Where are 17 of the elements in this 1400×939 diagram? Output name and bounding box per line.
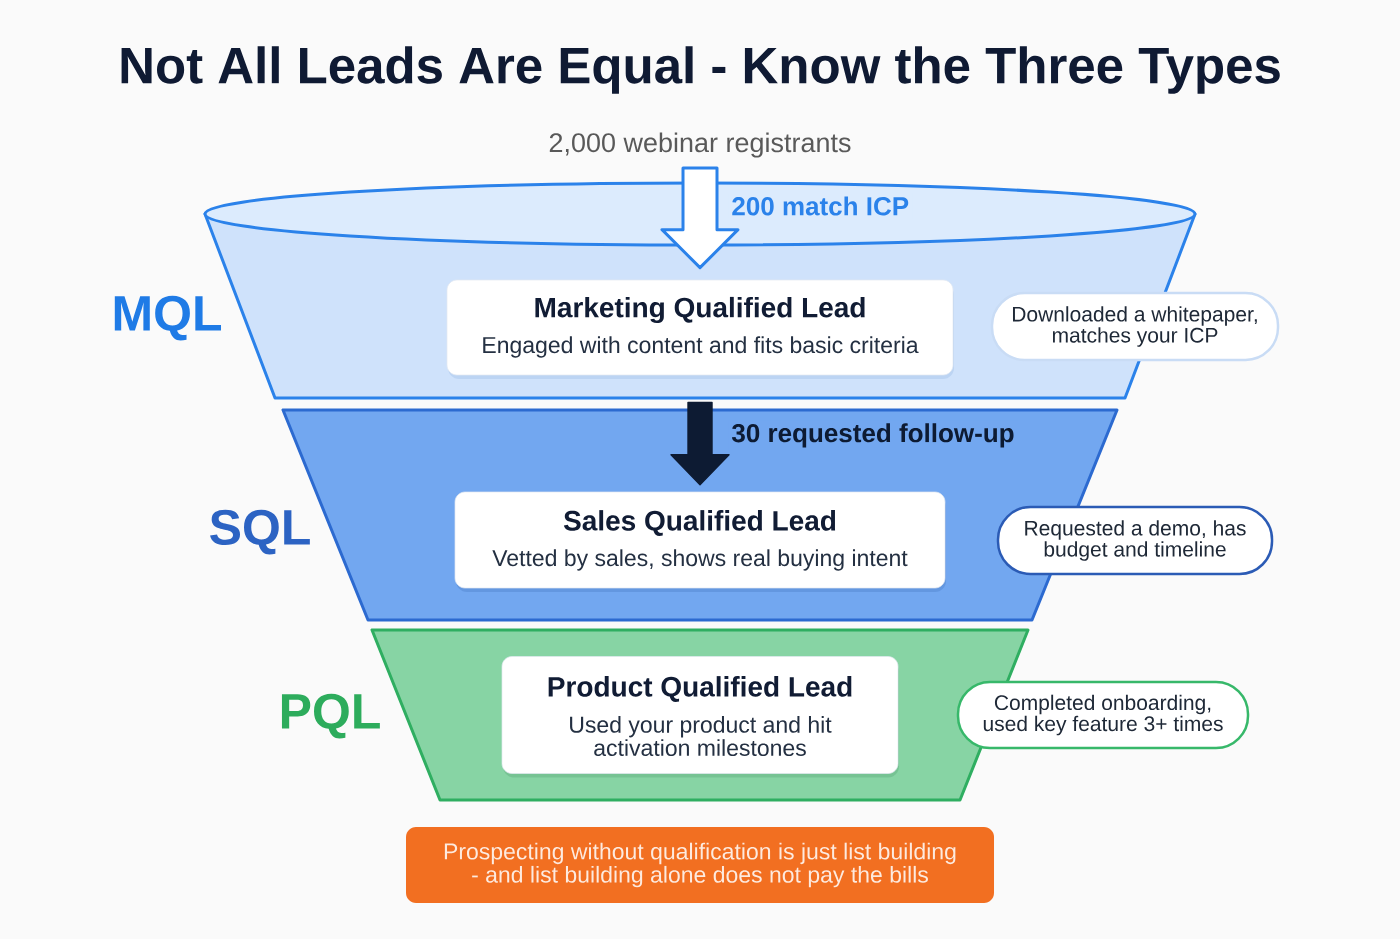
stage-label: MQL (114, 295, 221, 341)
edge-label: 200 match ICP (728, 193, 913, 219)
note-pill: Requested a demo, has budget and timeline (996, 505, 1274, 576)
edge-label: 30 requested follow-up (728, 420, 1018, 451)
stage-label: SQL (210, 509, 310, 555)
info-card (501, 656, 899, 778)
source-label: 2,000 webinar registrants (549, 132, 851, 158)
arrow (670, 401, 730, 486)
card-title: Sales Qualified Lead (563, 510, 836, 536)
title: Not All Leads Are Equal - Know the Three Types (121, 46, 1280, 94)
callout-box: Prospecting without qualification is just list building - and list building alone does not pay the bills (406, 827, 994, 903)
info-card (454, 491, 946, 592)
card-description: Vetted by sales, shows real buying intent (492, 549, 908, 571)
stage-label: PQL (281, 693, 380, 739)
card-description: Used your product and hit activation milestones (570, 715, 832, 757)
note-pill: Completed onboarding, used key feature 3+ times (956, 680, 1250, 750)
card-title: Product Qualified Lead (548, 676, 852, 702)
